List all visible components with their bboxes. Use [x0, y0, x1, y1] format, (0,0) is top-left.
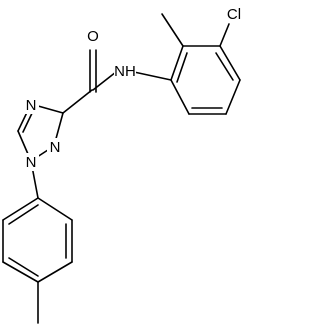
molecule-structure: O NH Cl N N N — [2, 5, 245, 324]
atom-label-amide-nh: NH — [114, 63, 136, 80]
atom-label-oxygen: O — [87, 28, 99, 45]
bond-tolyl-6 — [2, 197, 39, 221]
bond-tolyl-4b — [8, 257, 39, 277]
bond-ar-methyl — [161, 13, 184, 47]
atom-label-triazole-n4: N — [26, 97, 37, 114]
bond-ar-4 — [225, 79, 241, 115]
bond-tolyl-1 — [37, 197, 73, 221]
chloromethylphenyl-ring — [161, 13, 241, 115]
atom-label-chlorine: Cl — [227, 6, 241, 23]
bond-nh-aryl — [133, 71, 172, 81]
bond-ar-6 — [170, 79, 190, 115]
atom-label-triazole-n2: N — [50, 139, 61, 156]
bond-ar-3b — [215, 52, 234, 81]
carboxamide-group — [62, 49, 172, 114]
bond-tolyl-4 — [2, 261, 39, 283]
bond-c3-carbonyl — [62, 89, 93, 114]
bond-ar-chlorine — [219, 23, 230, 47]
bond-ar-1b — [176, 52, 188, 83]
bond-tolyl-6b — [8, 204, 39, 225]
tolyl-ring — [2, 197, 73, 324]
bond-tolyl-3 — [37, 261, 73, 283]
atom-labels: O NH Cl N N N — [23, 5, 245, 171]
bond-carbonyl-nh — [92, 71, 117, 91]
bond-ar-1 — [170, 45, 184, 81]
atom-label-triazole-n1: N — [26, 154, 37, 171]
bond-ar-3 — [219, 45, 241, 81]
